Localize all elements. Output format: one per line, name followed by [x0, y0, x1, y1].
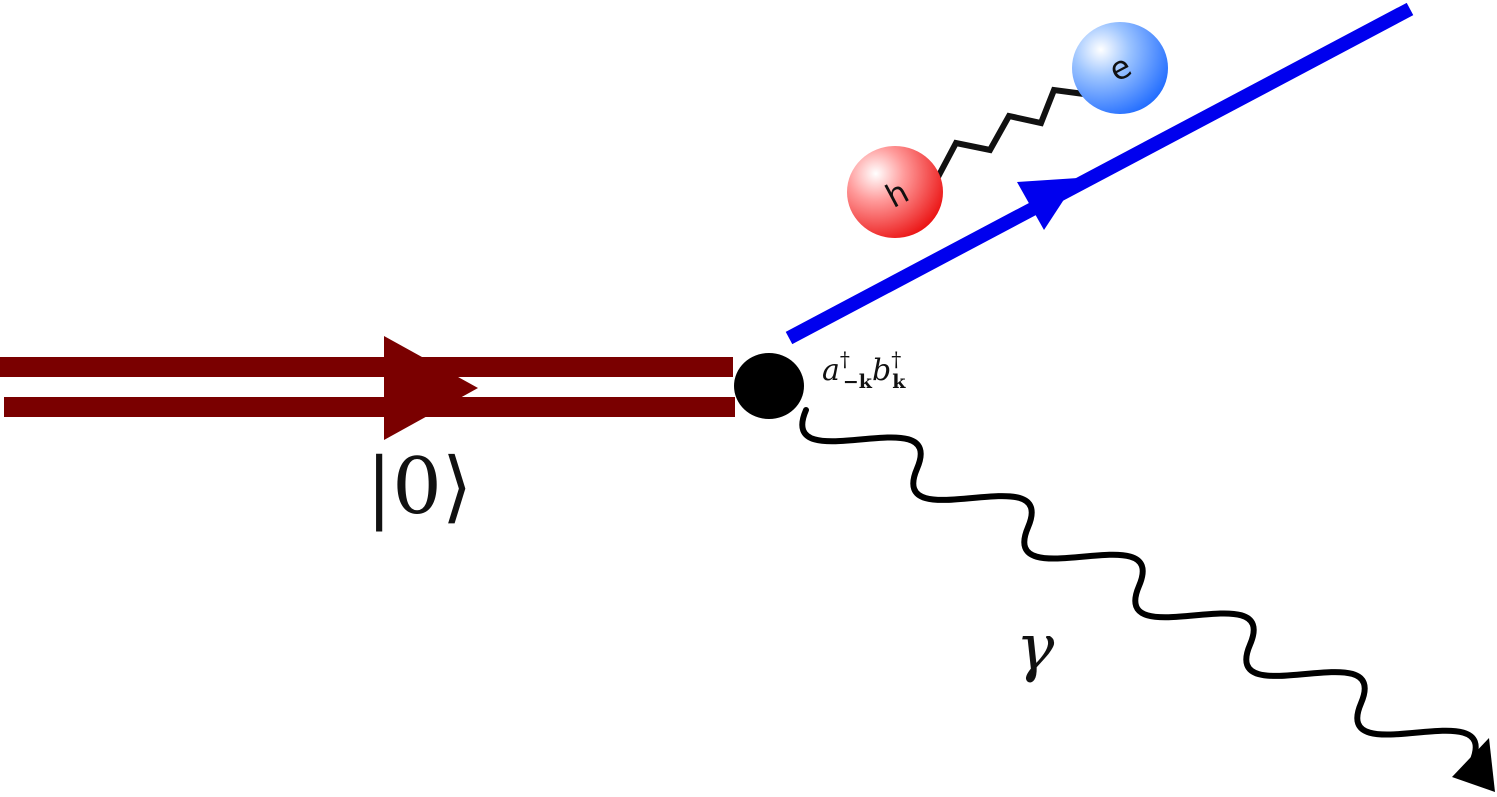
- exciton-bond: [935, 86, 1085, 179]
- photon-arrow-icon: [1452, 738, 1495, 792]
- vertex-operator-label: a†−kb†k: [822, 349, 905, 392]
- vacuum-line-top: [0, 357, 733, 377]
- vacuum-state-label: |0⟩: [366, 442, 473, 532]
- electron-propagator: [785, 2, 1414, 345]
- operator-a-dagger: †: [839, 347, 850, 371]
- operator-a-subscript: −k: [842, 371, 872, 393]
- photon-line: [799, 407, 1479, 765]
- electron-particle: [1072, 22, 1168, 114]
- operator-b: b: [871, 353, 892, 388]
- vacuum-arrow-icon: [384, 336, 478, 440]
- hole-particle: [847, 146, 943, 238]
- photon-label: γ: [1016, 611, 1055, 685]
- electron-line: [785, 2, 1414, 345]
- electron-arrow-icon: [1017, 178, 1078, 230]
- operator-b-dagger: †: [891, 347, 902, 371]
- operator-a: a: [822, 353, 840, 388]
- vacuum-propagator: [0, 336, 735, 440]
- operator-b-subscript: k: [892, 371, 906, 393]
- vacuum-line-bottom: [4, 397, 735, 417]
- exciton: h e: [847, 22, 1168, 238]
- vertex-dot: [734, 353, 804, 419]
